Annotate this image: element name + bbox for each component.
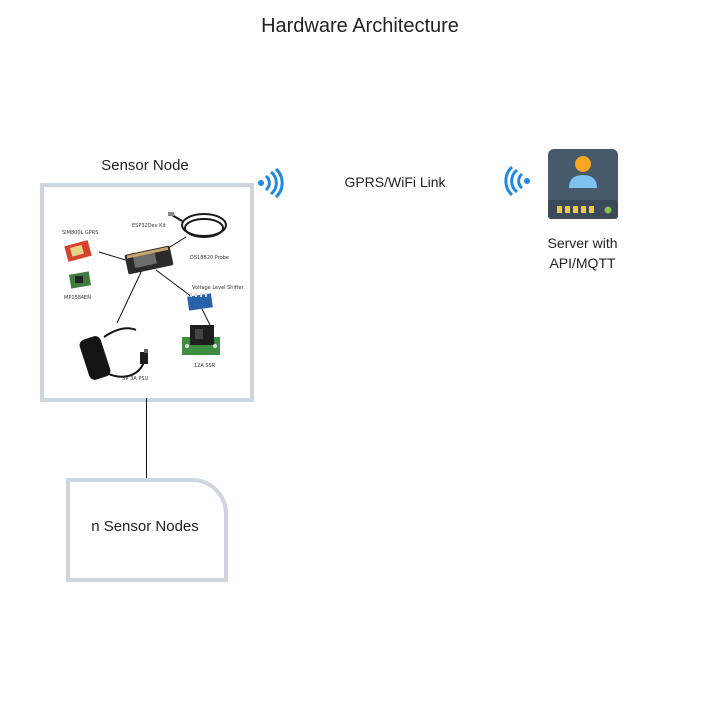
component-label: 12A SSR	[194, 363, 216, 369]
sensor-node-title: Sensor Node	[101, 157, 189, 174]
power-supply-icon	[79, 327, 148, 380]
sensor-node-components	[64, 212, 227, 380]
n-sensor-nodes-label: n Sensor Nodes	[91, 518, 199, 535]
n-sensor-nodes-box	[66, 478, 228, 582]
wifi-signal-icon	[504, 166, 530, 196]
gprs-module-icon	[64, 240, 92, 262]
link-label: GPRS/WiFi Link	[344, 174, 446, 190]
temperature-probe-icon	[168, 212, 227, 238]
component-label: DS18B20 Probe	[190, 255, 229, 261]
component-label: ESP32Dev Kit	[132, 223, 166, 229]
server-label-line2: API/MQTT	[549, 255, 616, 271]
component-label: MP1584EN	[64, 295, 91, 301]
server-label: Server with API/MQTT	[520, 233, 645, 273]
server-label-line1: Server with	[547, 235, 618, 251]
component-label: 5V 3A PSU	[122, 376, 149, 382]
component-label: SIM800L GPRS	[62, 230, 99, 236]
component-label: Voltage Level Shifter	[192, 285, 244, 291]
node-connector-line	[146, 398, 147, 482]
esp32-board-icon	[124, 245, 174, 275]
server-drive-icon	[548, 149, 618, 219]
solid-state-relay-icon	[182, 325, 220, 355]
wifi-signal-icon	[258, 168, 284, 198]
sensor-node-box: ESP32Dev Kit SIM800L GPRS MP1584EN DS18B…	[40, 183, 254, 402]
level-shifter-icon	[187, 293, 213, 311]
buck-converter-icon	[68, 271, 92, 289]
diagram-title: Hardware Architecture	[261, 15, 459, 37]
